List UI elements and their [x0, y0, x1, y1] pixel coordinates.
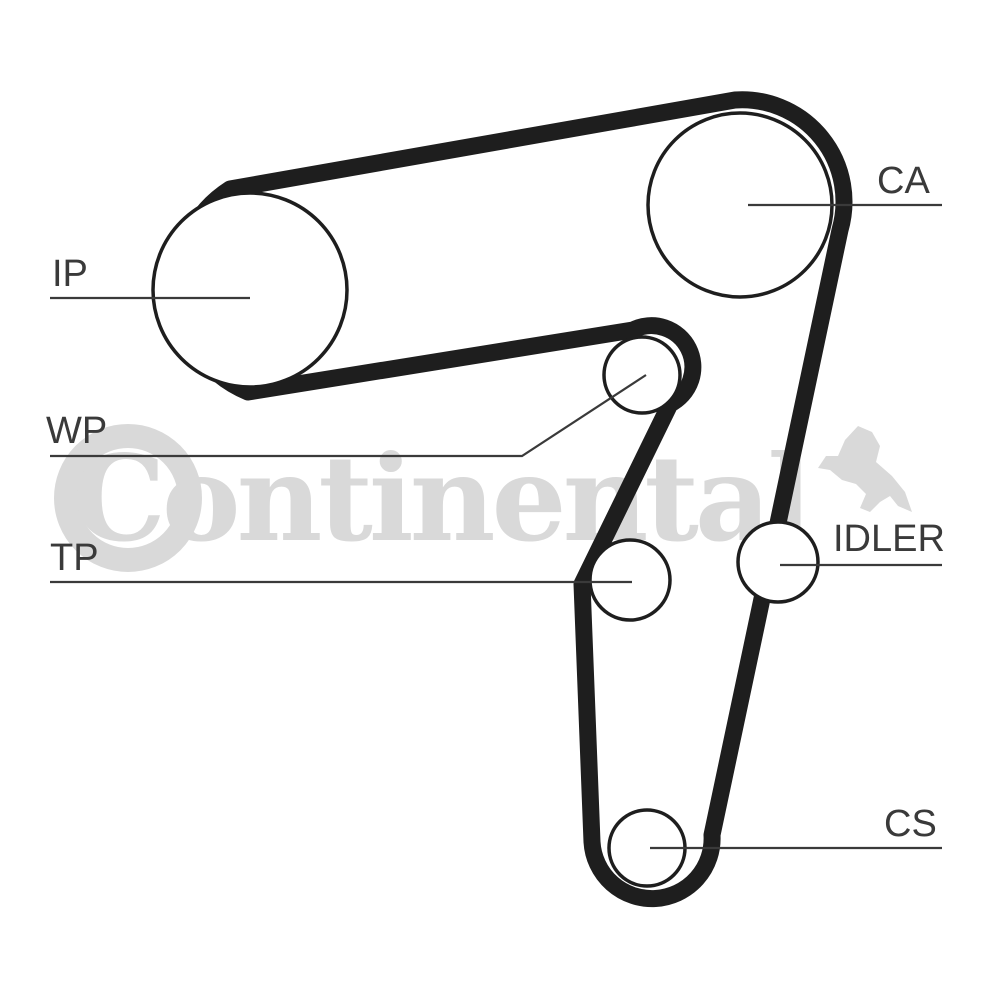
watermark-brand-text-span: Continental — [72, 429, 809, 568]
idler-pulley — [736, 520, 820, 604]
label-ca: CA — [877, 160, 930, 202]
tensioner-pulley — [588, 538, 672, 622]
label-wp: WP — [46, 410, 107, 452]
watermark-brand-text: Continental — [72, 429, 809, 568]
label-ip: IP — [52, 253, 88, 295]
water-pump-pulley — [602, 335, 682, 415]
label-tp: TP — [50, 537, 99, 579]
label-cs: CS — [884, 803, 937, 845]
watermark-c-ring — [54, 424, 202, 572]
horse-icon — [818, 426, 912, 512]
label-idler: IDLER — [833, 518, 945, 560]
wp-leader-line — [50, 374, 647, 458]
injection-pump-pulley — [151, 191, 349, 389]
continental-watermark: Continental — [54, 424, 912, 572]
